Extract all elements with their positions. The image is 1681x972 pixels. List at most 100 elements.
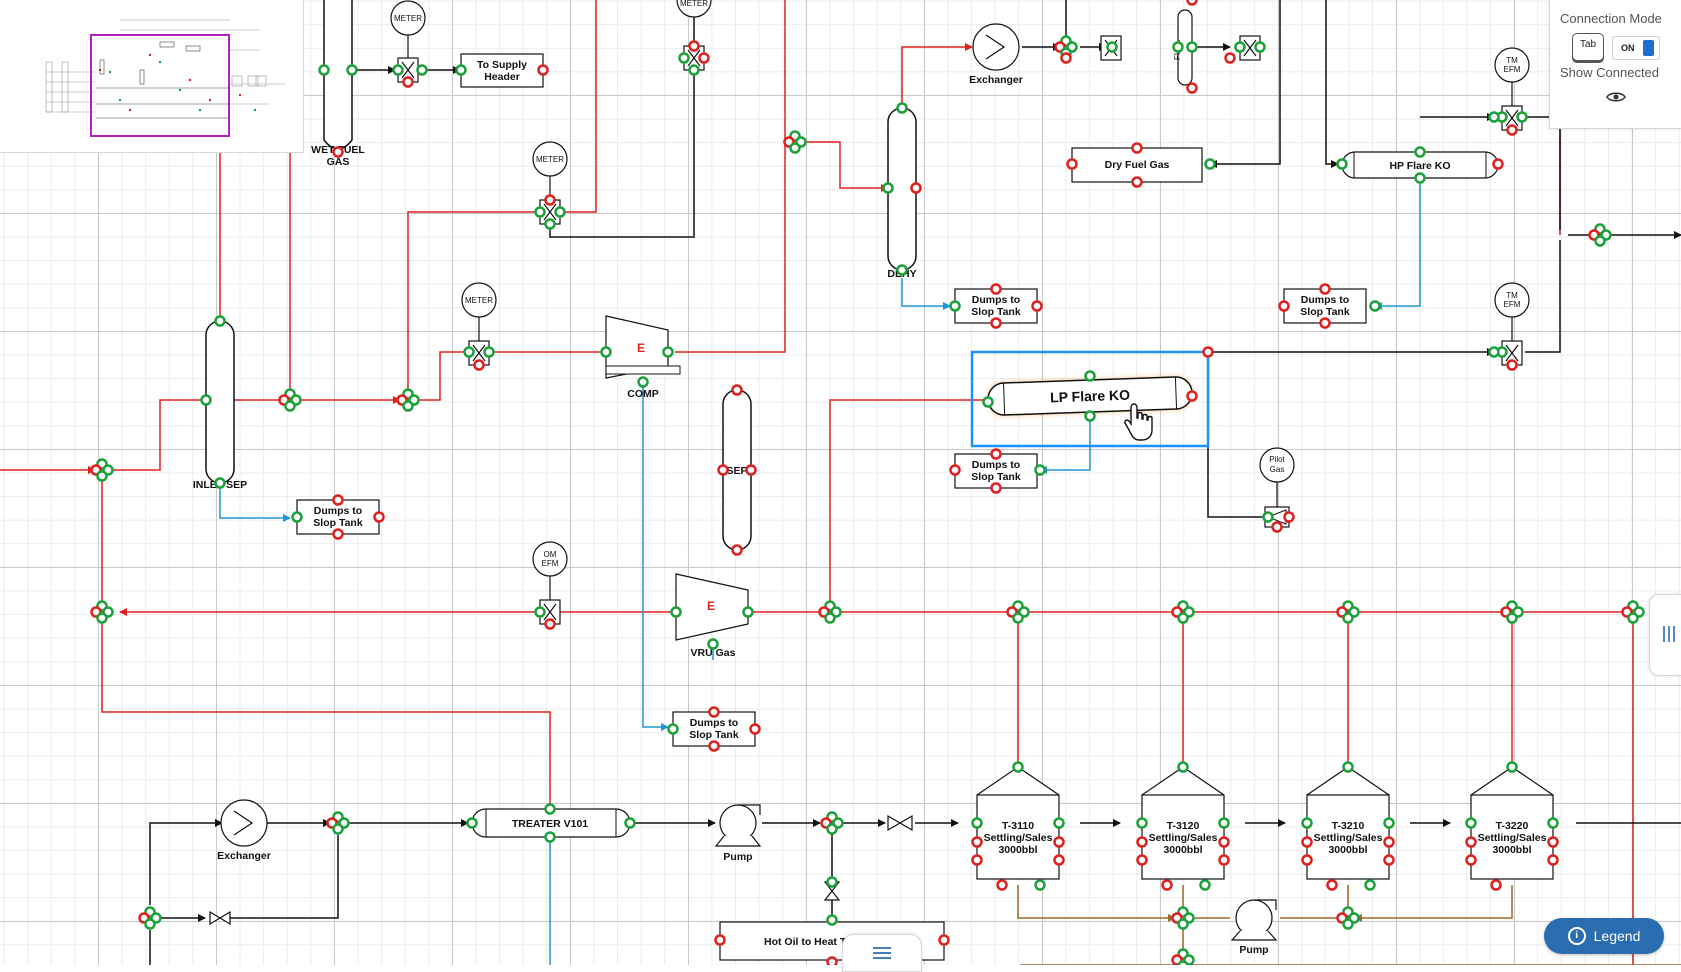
connection-port[interactable] xyxy=(1416,174,1425,183)
connection-port[interactable] xyxy=(951,302,960,311)
connection-port[interactable] xyxy=(1055,819,1064,828)
connection-port[interactable] xyxy=(1174,43,1183,52)
legend-button[interactable]: i Legend xyxy=(1544,918,1664,954)
connection-port[interactable] xyxy=(680,54,689,63)
connection-port[interactable] xyxy=(951,466,960,475)
connection-port[interactable] xyxy=(1344,763,1353,772)
to-supply-header-box[interactable]: To Supply Header xyxy=(461,54,543,87)
junction-port[interactable] xyxy=(404,402,413,411)
connection-port[interactable] xyxy=(690,66,699,75)
connection-port[interactable] xyxy=(1321,319,1330,328)
junction-port[interactable] xyxy=(1596,237,1605,246)
connection-port[interactable] xyxy=(1220,819,1229,828)
connection-port[interactable] xyxy=(1549,819,1558,828)
connection-port[interactable] xyxy=(1188,392,1197,401)
connection-port[interactable] xyxy=(1492,881,1501,890)
tm-efm-meter-1[interactable]: TM EFM xyxy=(1495,48,1529,108)
connection-port[interactable] xyxy=(1518,113,1527,122)
connection-port[interactable] xyxy=(709,640,718,649)
connection-port[interactable] xyxy=(1264,513,1273,522)
connection-port[interactable] xyxy=(1163,881,1172,890)
connection-port[interactable] xyxy=(1321,285,1330,294)
connection-port[interactable] xyxy=(1014,763,1023,772)
connection-port[interactable] xyxy=(1303,856,1312,865)
connection-port[interactable] xyxy=(1220,856,1229,865)
connection-port[interactable] xyxy=(828,958,837,966)
wet-fuel-gas-vessel[interactable]: WET FUEL GAS xyxy=(311,0,365,168)
meter-c[interactable]: METER xyxy=(533,142,567,200)
connection-port[interactable] xyxy=(719,466,728,475)
connection-port[interactable] xyxy=(898,266,907,275)
connection-port[interactable] xyxy=(700,54,709,63)
junction-port[interactable] xyxy=(98,472,107,481)
connection-port[interactable] xyxy=(1338,160,1347,169)
connection-port[interactable] xyxy=(912,184,921,193)
connection-port[interactable] xyxy=(1133,178,1142,187)
meter-d[interactable]: METER xyxy=(462,283,496,342)
connection-port[interactable] xyxy=(1508,763,1517,772)
connection-port[interactable] xyxy=(475,361,484,370)
connection-port[interactable] xyxy=(1328,881,1337,890)
connection-port[interactable] xyxy=(940,936,949,945)
junction-port[interactable] xyxy=(1179,920,1188,929)
connection-port[interactable] xyxy=(733,546,742,555)
connection-port[interactable] xyxy=(1086,372,1095,381)
connection-port[interactable] xyxy=(536,608,545,617)
connection-port[interactable] xyxy=(1508,126,1517,135)
connection-port[interactable] xyxy=(751,725,760,734)
connection-port[interactable] xyxy=(1490,113,1499,122)
connection-port[interactable] xyxy=(536,208,545,217)
junction-port[interactable] xyxy=(791,144,800,153)
connection-port[interactable] xyxy=(394,66,403,75)
connection-port[interactable] xyxy=(1549,838,1558,847)
junction-port[interactable] xyxy=(1179,962,1188,966)
connection-port[interactable] xyxy=(546,805,555,814)
connection-port[interactable] xyxy=(468,819,477,828)
connection-port[interactable] xyxy=(992,285,1001,294)
connection-port[interactable] xyxy=(992,450,1001,459)
connection-port[interactable] xyxy=(1549,856,1558,865)
connection-port[interactable] xyxy=(1033,302,1042,311)
connection-port[interactable] xyxy=(457,66,466,75)
connection-port[interactable] xyxy=(546,833,555,842)
connection-port[interactable] xyxy=(710,708,719,717)
connection-port[interactable] xyxy=(1226,54,1235,63)
connection-port[interactable] xyxy=(898,104,907,113)
connection-port[interactable] xyxy=(375,513,384,522)
connection-port[interactable] xyxy=(404,78,413,87)
connection-port[interactable] xyxy=(1385,819,1394,828)
tank-t3110[interactable]: T-3110 Settling/Sales 3000bbl xyxy=(977,767,1059,879)
connection-port[interactable] xyxy=(1303,838,1312,847)
connection-port[interactable] xyxy=(1371,302,1380,311)
connection-port[interactable] xyxy=(992,484,1001,493)
connection-port[interactable] xyxy=(1055,856,1064,865)
connection-port[interactable] xyxy=(1416,148,1425,157)
connection-port[interactable] xyxy=(744,608,753,617)
junction-port[interactable] xyxy=(98,614,107,623)
junction-port[interactable] xyxy=(826,614,835,623)
connection-port[interactable] xyxy=(546,620,555,629)
connection-port[interactable] xyxy=(1273,523,1282,532)
minimap-viewport[interactable] xyxy=(90,34,230,137)
connection-port[interactable] xyxy=(639,378,648,387)
connection-port[interactable] xyxy=(626,819,635,828)
connection-port[interactable] xyxy=(973,819,982,828)
inlet-sep-vessel[interactable]: INLET SEP xyxy=(193,321,247,491)
junction-port[interactable] xyxy=(1179,614,1188,623)
dehy-vessel[interactable]: DEHY xyxy=(887,108,916,280)
junction-port[interactable] xyxy=(1014,614,1023,623)
connection-port[interactable] xyxy=(710,742,719,751)
connection-port[interactable] xyxy=(320,66,329,75)
junction-port[interactable] xyxy=(146,920,155,929)
connection-port[interactable] xyxy=(1280,302,1289,311)
connection-port[interactable] xyxy=(418,66,427,75)
connection-port[interactable] xyxy=(664,348,673,357)
connection-port[interactable] xyxy=(1201,881,1210,890)
connection-port[interactable] xyxy=(216,479,225,488)
connection-port[interactable] xyxy=(884,184,893,193)
om-efm-meter[interactable]: OM EFM xyxy=(533,542,567,602)
connection-port[interactable] xyxy=(1055,838,1064,847)
pump-2[interactable]: Pump xyxy=(1232,900,1276,956)
connection-port[interactable] xyxy=(1138,838,1147,847)
connection-port[interactable] xyxy=(1133,144,1142,153)
